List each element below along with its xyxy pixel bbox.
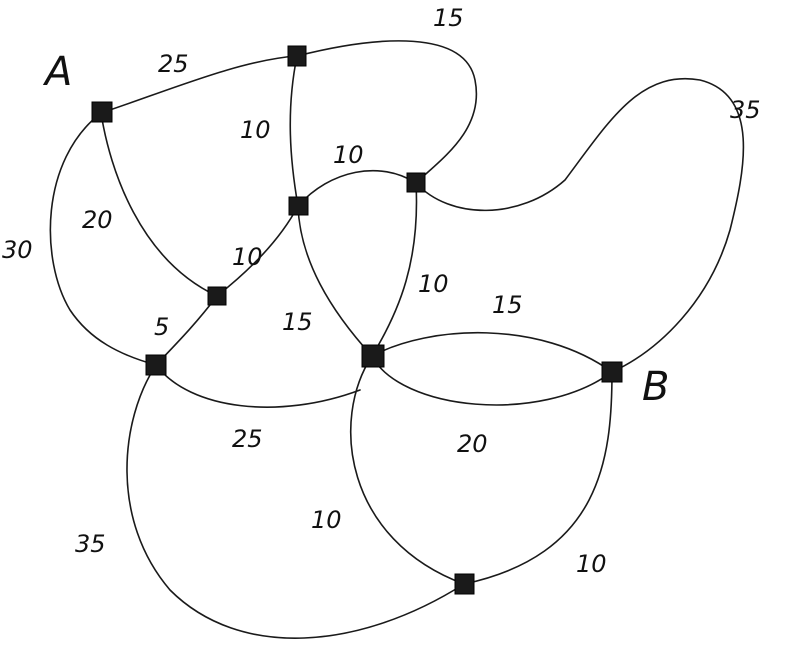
node-j (207, 286, 227, 306)
edge-m-b-lower (371, 355, 613, 406)
weight-label-b-d: 10 (576, 550, 607, 578)
weight-label-t-r: 15 (433, 4, 464, 32)
edge-a-l (49, 112, 157, 366)
weight-label-m-b-lower: 20 (457, 430, 488, 458)
weight-label-m-b-upper: 15 (492, 291, 523, 319)
node-m (361, 344, 385, 368)
edge-b-d (463, 371, 613, 585)
node-l (145, 354, 167, 376)
edge-l-m (155, 364, 361, 408)
node-label-a: A (42, 49, 72, 95)
weight-label-m-d: 10 (311, 506, 342, 534)
weight-label-a-j: 20 (82, 206, 113, 234)
weight-label-l-m: 25 (232, 425, 263, 453)
edge-c-r (297, 169, 417, 207)
node-d (454, 573, 475, 595)
edge-t-c (289, 55, 299, 207)
weight-label-t-c: 10 (240, 116, 271, 144)
edge-m-d (349, 355, 465, 585)
edge-a-j (100, 112, 218, 297)
node-t (287, 45, 307, 67)
node-c (288, 196, 309, 216)
node-b (601, 361, 623, 383)
edge-r-b (415, 77, 745, 373)
weight-label-a-t: 25 (158, 50, 189, 78)
edge-r-m (371, 182, 418, 357)
weight-label-a-l: 30 (2, 236, 33, 264)
edge-t-r (296, 40, 478, 184)
node-r (406, 172, 426, 193)
edge-m-b-upper (371, 331, 613, 373)
weight-label-c-m: 15 (282, 308, 313, 336)
edge-c-j (216, 205, 299, 297)
weight-label-l-d: 35 (75, 530, 106, 558)
weight-label-r-b: 35 (730, 96, 761, 124)
nodes-layer (91, 45, 623, 595)
weight-label-c-j: 10 (232, 243, 263, 271)
node-a (91, 101, 113, 123)
weight-label-j-l: 5 (154, 313, 169, 341)
weight-label-c-r: 10 (333, 141, 364, 169)
edge-c-m (297, 205, 373, 357)
weight-label-r-m: 10 (418, 270, 449, 298)
edge-l-d (126, 364, 465, 639)
node-label-b: B (642, 364, 669, 410)
edges-layer (49, 40, 745, 639)
labels-layer: A B 25 15 10 10 35 20 30 10 15 10 5 25 1… (2, 4, 761, 578)
edge-a-t (100, 55, 298, 114)
